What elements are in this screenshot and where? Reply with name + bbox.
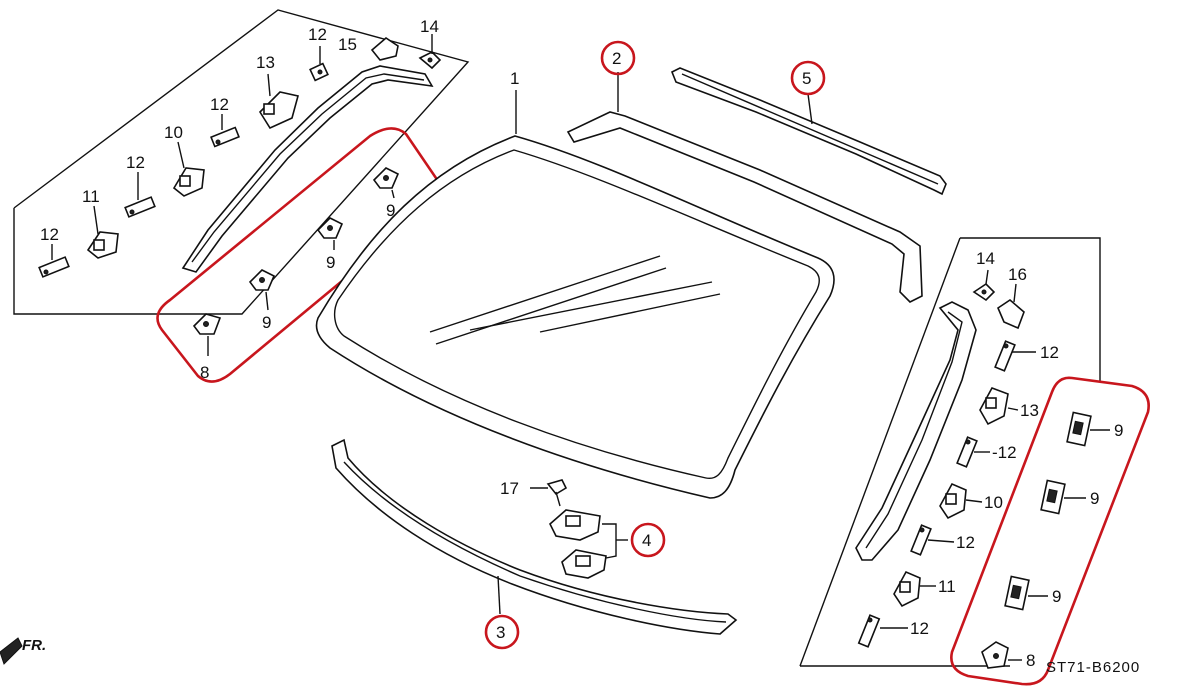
windshield-outer-edge	[315, 135, 835, 499]
label-left-9a: 9	[386, 201, 395, 220]
top-seal: 5	[670, 60, 947, 196]
label-right-16: 16	[1008, 265, 1027, 284]
label-left-15: 15	[338, 35, 357, 54]
part-5-highlight-circle	[790, 60, 826, 96]
left-clip-8	[192, 313, 222, 335]
right-clip-11	[893, 570, 921, 608]
label-left-9b: 9	[326, 253, 335, 272]
screw-17	[546, 479, 568, 507]
label-left-12d: 12	[40, 225, 59, 244]
front-direction-marker: FR.	[0, 637, 46, 665]
left-panel-outline	[13, 9, 470, 315]
label-right-9a: 9	[1114, 421, 1123, 440]
left-clip-12a	[309, 62, 329, 82]
right-panel-outline-top	[960, 237, 1101, 382]
left-clip-11	[86, 231, 119, 259]
left-clip-9b	[316, 217, 344, 239]
right-clip-10	[939, 482, 967, 520]
fasteners-group: 17 4	[500, 479, 666, 579]
part-2-highlight-circle	[600, 40, 636, 76]
label-part-17: 17	[500, 479, 519, 498]
lower-molding: 3	[331, 438, 738, 650]
diagram-reference-code: ST71-B6200	[1046, 659, 1140, 676]
left-clip-10	[172, 167, 205, 197]
label-left-9c: 9	[262, 313, 271, 332]
windshield-glass: 1	[315, 69, 835, 499]
lower-molding-strip	[331, 438, 738, 635]
right-clip-12c	[910, 524, 932, 556]
front-direction-label: FR.	[22, 637, 46, 654]
label-part-3: 3	[496, 623, 505, 642]
right-clip-12d	[857, 614, 881, 648]
label-part-1: 1	[510, 69, 519, 88]
upper-molding: 2	[566, 40, 923, 303]
right-clip-16	[997, 298, 1025, 330]
label-left-11: 11	[82, 187, 100, 206]
right-clip-9b	[1040, 479, 1066, 515]
label-right-12a: 12	[1040, 343, 1059, 362]
right-clip-12a	[994, 340, 1016, 372]
right-clip-8	[981, 641, 1009, 669]
left-pillar-molding-edge	[191, 73, 425, 263]
left-clip-12c	[124, 196, 156, 218]
left-clip-13	[258, 91, 299, 130]
label-left-12c: 12	[126, 153, 145, 172]
right-clip-14	[972, 282, 996, 302]
label-left-13: 13	[256, 53, 275, 72]
right-clip-9a	[1066, 411, 1092, 447]
label-left-8: 8	[200, 363, 209, 382]
left-parts-panel: 12 15 14 13 12 10 12 11 12	[13, 9, 470, 315]
left-clip-9c	[248, 269, 276, 291]
upper-molding-strip	[566, 111, 923, 303]
label-right-8: 8	[1026, 651, 1035, 670]
label-right-13: 13	[1020, 401, 1039, 420]
right-clip-9c	[1004, 575, 1030, 611]
label-right-9c: 9	[1052, 587, 1061, 606]
part-3-highlight-circle	[484, 614, 520, 650]
label-right-9b: 9	[1090, 489, 1099, 508]
right-parts-panel: 14 16 12 13 -12 10 12 11 12	[799, 237, 1101, 667]
label-left-12b: 12	[210, 95, 229, 114]
windshield-inner-edge	[333, 149, 820, 480]
left-clip-12b	[210, 126, 240, 148]
label-part-2: 2	[612, 49, 621, 68]
left-clip-9a	[372, 167, 400, 189]
label-part-5: 5	[802, 69, 811, 88]
bracket-4a	[549, 509, 601, 541]
left-clip-15	[370, 36, 399, 61]
left-clip-12d	[38, 256, 70, 278]
right-pillar-molding	[855, 301, 977, 561]
right-clip-13	[979, 387, 1009, 426]
bracket-4b	[561, 549, 607, 579]
right-highlight-group: 9 9 9 8	[950, 376, 1150, 686]
label-part-4: 4	[642, 531, 651, 550]
label-right-14: 14	[976, 249, 995, 268]
label-right-12b: -12	[992, 443, 1017, 462]
label-right-12c: 12	[956, 533, 975, 552]
label-right-10: 10	[984, 493, 1003, 512]
label-left-12a: 12	[308, 25, 327, 44]
label-right-12d: 12	[910, 619, 929, 638]
left-clip-14	[418, 51, 442, 70]
label-left-10: 10	[164, 123, 183, 142]
right-highlight-box	[950, 376, 1150, 686]
label-left-14: 14	[420, 17, 439, 36]
part-4-highlight-circle	[630, 522, 666, 558]
label-right-11: 11	[938, 577, 956, 596]
front-arrow-icon	[0, 637, 23, 665]
left-pillar-molding	[181, 65, 434, 273]
right-clip-12b	[956, 436, 978, 468]
